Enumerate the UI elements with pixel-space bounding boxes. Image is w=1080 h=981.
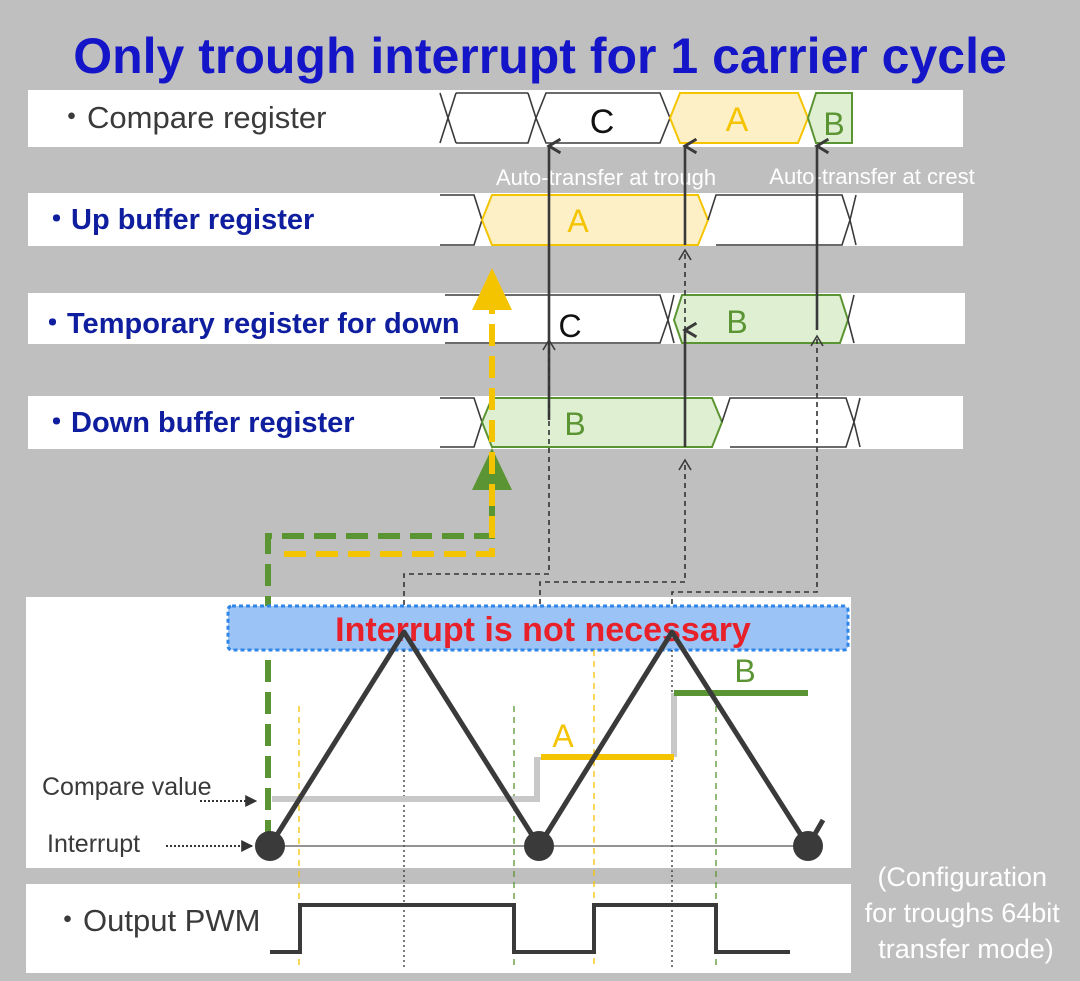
- compare-value-gray-line: [272, 693, 677, 802]
- compare-register-cells: C A B: [439, 92, 853, 144]
- config-note-line-1: (Configuration: [877, 862, 1047, 892]
- yellow-arrowhead: [472, 268, 512, 310]
- output-pwm-wave: [270, 903, 790, 954]
- level-b-label: B: [734, 653, 755, 689]
- temp-cell-b: [672, 294, 850, 344]
- interrupt-dot-2: [524, 831, 554, 861]
- up-cell-a: [480, 194, 710, 246]
- yellow-dashed-path: [284, 310, 495, 557]
- row-label-temp: ・Temporary register for down: [38, 308, 460, 340]
- temp-cell-c-label: C: [558, 308, 581, 344]
- interrupt-dot-3: [793, 831, 823, 861]
- row-label-up: ・Up buffer register: [42, 204, 314, 236]
- temp-cell-b-label: B: [726, 304, 747, 340]
- auto-transfer-trough-label: Auto-transfer at trough: [496, 165, 716, 190]
- config-note-line-2: for troughs 64bit: [865, 898, 1061, 928]
- interrupt-dot-1: [255, 831, 285, 861]
- up-buffer-cells: A: [440, 194, 857, 246]
- compare-cell-a-label: A: [726, 101, 749, 139]
- temp-register-cells: C B: [445, 294, 855, 344]
- compare-value-label: Compare value: [42, 773, 212, 801]
- page-title: Only trough interrupt for 1 carrier cycl…: [73, 28, 1007, 84]
- up-cell-a-label: A: [567, 203, 589, 239]
- compare-cell-b: [806, 92, 853, 144]
- config-note: (Configuration for troughs 64bit transfe…: [865, 862, 1068, 964]
- row-label-down: ・Down buffer register: [42, 407, 355, 439]
- pwm-panel: [26, 884, 851, 973]
- config-note-line-3: transfer mode): [878, 934, 1054, 964]
- down-cell-b-label: B: [564, 406, 585, 442]
- interrupt-label: Interrupt: [47, 830, 140, 858]
- compare-cell-b-label: B: [823, 106, 844, 142]
- level-a-label: A: [552, 718, 574, 754]
- compare-cell-c-label: C: [590, 103, 615, 141]
- transfer-arrows: [549, 146, 817, 447]
- green-dashed-path: [265, 488, 495, 842]
- row-label-compare: ・Compare register: [56, 100, 326, 135]
- row-label-pwm: ・Output PWM: [52, 903, 260, 938]
- interrupt-banner: [226, 604, 850, 652]
- auto-transfer-crest-label: Auto-transfer at crest: [769, 164, 974, 189]
